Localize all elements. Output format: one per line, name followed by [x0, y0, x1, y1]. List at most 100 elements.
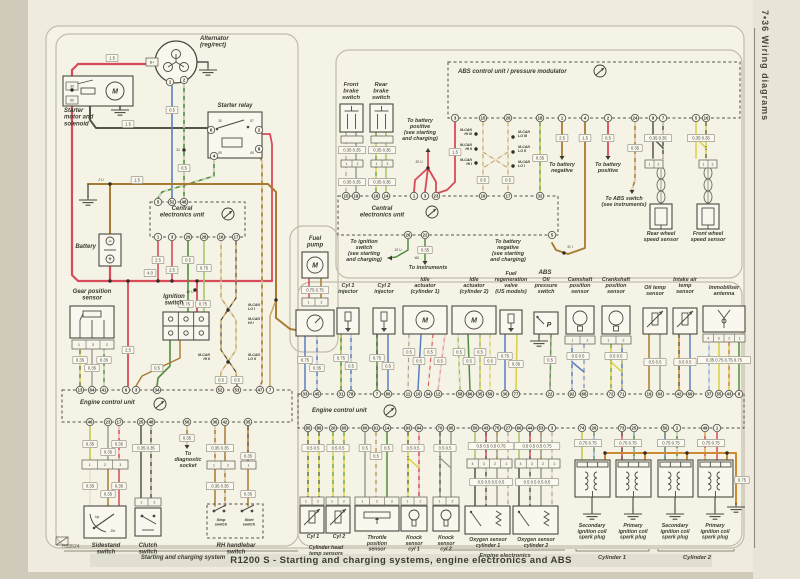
pin-number: 15 [481, 116, 486, 121]
knock-sensor-cyl2 [432, 505, 460, 532]
size-text: 0.75 [738, 478, 747, 483]
wire-size-label: 0.75 0.75 [613, 439, 642, 447]
therm-arrowhead [342, 509, 346, 513]
wire-size-label: 0.5 0.5 [566, 352, 590, 360]
size-text: 0.5 [154, 366, 160, 371]
size-text: 0.35 [115, 442, 124, 447]
thermistor-icon [334, 510, 342, 524]
pin-circle [328, 423, 338, 433]
wire-size-label: 2.5 [165, 266, 179, 274]
connector-pin-number: 2 [587, 338, 589, 342]
module-symbol-icon [391, 408, 394, 411]
connector-pin-number: 1 [553, 462, 555, 466]
ignition-coil-primary-cyl1 [615, 459, 652, 498]
size-text: 0.5 [348, 364, 354, 369]
annotation-text: 31 [176, 148, 180, 152]
pin-circle [455, 389, 465, 399]
size-box [195, 300, 211, 308]
pin-circle [446, 423, 456, 433]
size-box [96, 356, 112, 364]
size-box [543, 356, 557, 364]
wire-size-label: 0.5 [433, 357, 447, 365]
abs-control-unit [447, 61, 741, 119]
module-symbol-icon [229, 211, 232, 214]
size-box [476, 176, 490, 184]
front-wheel-speed-sensor [696, 203, 720, 230]
module-symbol-icon [601, 68, 604, 71]
pin-number: 3 [551, 426, 554, 431]
antenna-v [723, 309, 731, 319]
annotation-text: Cylinder 2 [683, 555, 712, 561]
pin-number: 55 [717, 392, 722, 397]
pin-number: 20 [331, 426, 336, 431]
pin-circle [372, 389, 382, 399]
pin-circle [712, 423, 722, 433]
size-text: 2.5 [155, 258, 161, 263]
size-box [178, 300, 194, 308]
pin-number: 59 [488, 392, 493, 397]
oxygen-sensor-cyl1 [464, 505, 511, 535]
wire-size-label: 0.5 [181, 256, 195, 264]
sidestand-switch [83, 505, 127, 539]
junction-dot [643, 451, 647, 455]
size-box [601, 134, 615, 142]
size-box [179, 434, 195, 442]
fuel-pump-panel [289, 225, 339, 353]
junction-dot [426, 166, 430, 170]
size-box [573, 439, 602, 447]
wire-size-label: 0.75 [369, 354, 385, 362]
solenoid-coil-icon [80, 87, 96, 95]
size-text: 0.5 [466, 359, 472, 364]
ground-symbol [79, 196, 97, 206]
size-text: 0.35 0.35 [137, 446, 155, 451]
pin-circle [114, 417, 124, 427]
wire-size-label: 1.5 [448, 148, 462, 156]
pin-group: 3 [131, 385, 141, 395]
pin-circle [535, 113, 545, 123]
junction-dot [511, 164, 515, 168]
wire-size-label: 0.5 [214, 376, 228, 384]
pin-number: 17 [506, 194, 511, 199]
pin-group: 34 [152, 385, 162, 395]
pin-circle [606, 389, 616, 399]
size-text: 0.5 0.5 [407, 446, 420, 451]
wire-size-label: 0.5 0.5 0.5 0.75 [467, 442, 515, 450]
connector-pin-number: 3 [718, 336, 720, 340]
pin-circle [220, 417, 230, 427]
flow-arrow [629, 190, 635, 194]
coil-connector-strip [699, 461, 732, 468]
ignition-coil-secondary-cyl1 [574, 459, 611, 498]
battery-pos-terminal [105, 254, 115, 264]
throttle-position-sensor-box [354, 505, 400, 532]
section-rule [657, 549, 735, 552]
wire-size-label: 0.5 [412, 357, 426, 365]
pin-number: 72 [609, 392, 614, 397]
size-box [121, 120, 135, 128]
size-box [401, 444, 425, 452]
wire [427, 167, 437, 193]
pin-number: 3 [424, 194, 427, 199]
wire-size-label: 0.35 [532, 154, 548, 162]
pin-circle [215, 385, 225, 395]
size-box [402, 348, 416, 356]
contact-icon [76, 79, 94, 85]
module-symbol-icon [161, 401, 164, 404]
pin-number: 30 [503, 392, 508, 397]
wire-size-label: 0.5 [452, 348, 466, 356]
annotation-text: 30 U [415, 160, 423, 164]
size-text: 0.75 0.75 [702, 441, 720, 446]
module-symbol-icon [221, 207, 235, 221]
connector-block: B+ [145, 57, 159, 67]
size-box [555, 134, 569, 142]
contact-circle [168, 316, 174, 322]
winding-icon [179, 62, 189, 72]
wire-size-label: 0.35 [240, 452, 256, 460]
